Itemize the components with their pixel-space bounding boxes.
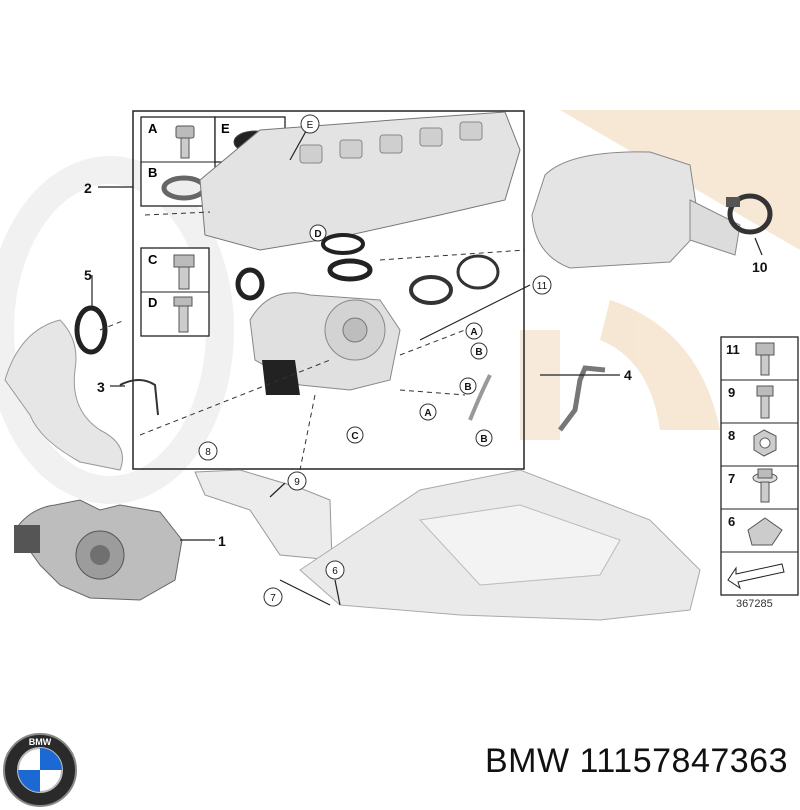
clip-nut-icon <box>747 517 783 546</box>
ref-b-1: B <box>475 347 482 358</box>
washer-icon <box>161 175 207 201</box>
seal-rings-drawing <box>235 233 500 395</box>
legend-num-6: 6 <box>728 514 735 529</box>
detail-label-a: A <box>148 121 158 136</box>
callout-9: 9 <box>294 477 300 488</box>
ref-c: C <box>351 431 358 442</box>
direction-arrow-icon <box>727 563 785 590</box>
detail-label-d: D <box>148 295 157 310</box>
bolt-d-icon <box>173 296 193 333</box>
ref-b-2: B <box>464 382 471 393</box>
ref-b-3: B <box>480 434 487 445</box>
footer: BMW <box>0 712 800 807</box>
logo-lettering: BMW <box>29 737 52 747</box>
detail-label-c: C <box>148 252 158 267</box>
exhaust-manifold-drawing <box>199 111 521 251</box>
callout-5: 5 <box>84 267 92 283</box>
legend-num-8: 8 <box>728 428 735 443</box>
hardware-legend: 11 9 8 7 6 <box>720 336 799 596</box>
banjo-bolt-icon <box>175 125 195 159</box>
callout-3: 3 <box>97 379 105 395</box>
circled-callouts: E 11 8 9 6 7 <box>198 114 552 607</box>
callout-1: 1 <box>218 533 226 549</box>
callout-6: 6 <box>332 566 338 577</box>
callout-e: E <box>307 120 314 131</box>
bracket-drawing <box>194 469 333 561</box>
legend-num-9: 9 <box>728 385 735 400</box>
oil-feed-line-drawing <box>468 365 606 432</box>
ref-d: D <box>314 229 321 240</box>
ref-a-2: A <box>424 408 431 419</box>
callout-4: 4 <box>624 367 632 383</box>
detail-label-b: B <box>148 165 157 180</box>
detail-frame <box>132 110 525 470</box>
legend-num-11: 11 <box>726 342 740 357</box>
band-clamp-10-drawing <box>726 193 773 235</box>
callout-labels: 2 5 3 4 1 10 <box>84 180 768 549</box>
callout-7: 7 <box>270 593 276 604</box>
circled-letter-refs: A B B A B C D <box>309 224 493 447</box>
callout-8: 8 <box>205 447 211 458</box>
heat-shield-drawing <box>299 469 701 621</box>
particulate-filter-drawing <box>531 151 741 269</box>
flange-bolt-icon <box>755 342 775 376</box>
leader-lines <box>91 123 763 606</box>
diagram-number: 367285 <box>736 598 773 610</box>
detail-box-cd: C D <box>140 247 210 337</box>
callout-11: 11 <box>537 281 548 292</box>
bmw-logo-icon: BMW <box>3 733 77 807</box>
legend-num-7: 7 <box>728 471 735 486</box>
dashed-leader-lines <box>99 211 526 471</box>
ref-a-1: A <box>470 327 477 338</box>
charge-air-pipe-drawing <box>4 305 159 471</box>
part-title: BMW 11157847363 <box>485 742 788 780</box>
detail-label-e: E <box>221 121 230 136</box>
bolt-washer-icon <box>752 468 778 503</box>
callout-10: 10 <box>752 259 768 275</box>
hex-nut-icon <box>753 429 777 457</box>
turbocharger-assembly-drawing <box>14 499 183 601</box>
hex-bolt-icon <box>756 385 774 419</box>
callout-2: 2 <box>84 180 92 196</box>
bolt-c-icon <box>173 254 195 290</box>
